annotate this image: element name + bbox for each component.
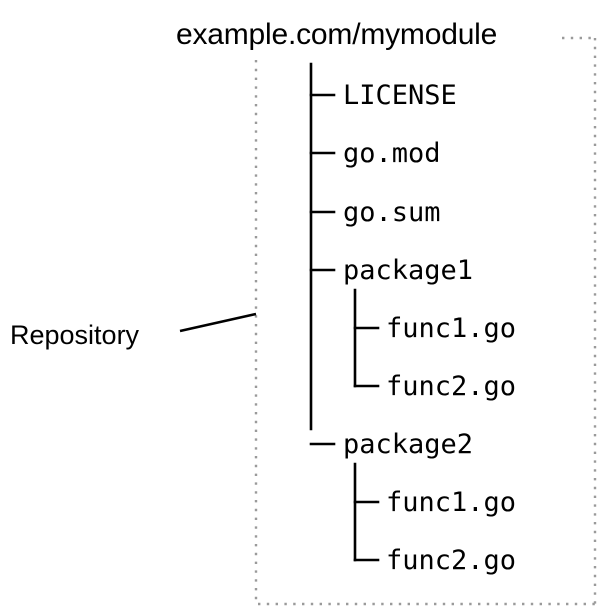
tree-item-package1-func2-go: func2.go	[386, 371, 517, 402]
tree-item-package2-func2-go: func2.go	[386, 545, 517, 576]
tree-item-package2: package2	[343, 429, 474, 460]
tree-item-license: LICENSE	[343, 80, 457, 111]
tree-item-package2-func1-go: func1.go	[386, 487, 517, 518]
tree-item-package1-func1-go: func1.go	[386, 313, 517, 344]
tree-item-go-sum: go.sum	[343, 197, 441, 228]
tree-item-go-mod: go.mod	[343, 138, 441, 169]
module-path-title: example.com/mymodule	[176, 18, 498, 51]
tree-branches-package2	[353, 500, 380, 562]
tree-item-package1: package1	[343, 255, 474, 286]
repository-annotation-label: Repository	[10, 320, 140, 350]
tree-branches-package1	[353, 326, 380, 388]
repository-leader-line	[179, 312, 257, 333]
repository-boundary	[254, 36, 597, 606]
tree-branches-depth-0	[309, 93, 336, 446]
